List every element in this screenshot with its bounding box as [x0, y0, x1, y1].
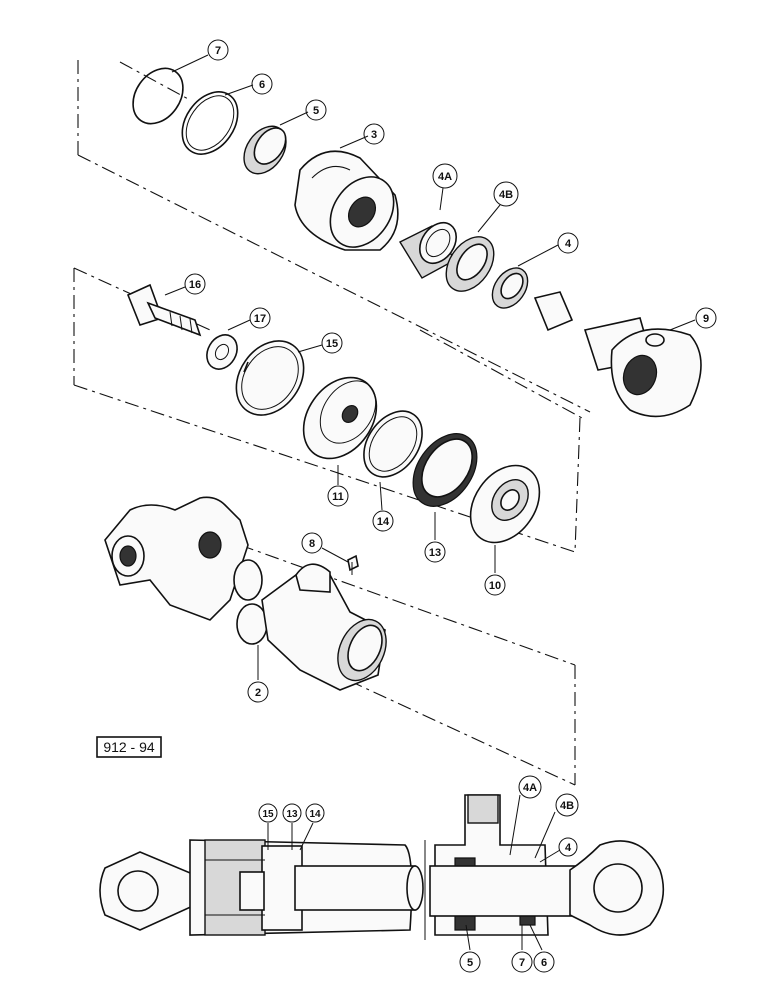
section-callout-4a-label: 4A [523, 782, 537, 794]
part-5-seal [243, 125, 287, 175]
part-7-snap-ring [132, 67, 184, 125]
leader-lines [164, 54, 696, 951]
callout-4: 4 [557, 232, 579, 254]
callout-10: 10 [484, 574, 506, 596]
section-callout-7: 7 [511, 951, 533, 973]
part-13-piston-seal [412, 433, 478, 507]
section-callout-14-label: 14 [309, 809, 321, 820]
callout-4b-label: 4B [499, 189, 513, 201]
callout-3: 3 [363, 123, 385, 145]
section-callout-6-label: 6 [541, 957, 547, 969]
callout-17: 17 [249, 307, 271, 329]
section-callout-5: 5 [459, 951, 481, 973]
section-callout-15-label: 15 [262, 809, 274, 820]
callout-2: 2 [247, 681, 269, 703]
callout-16-label: 16 [189, 279, 201, 291]
rod-segment [533, 291, 574, 332]
section-callout-13-label: 13 [286, 809, 298, 820]
part-6-backup-ring [181, 91, 239, 155]
panel-outline-lower [239, 544, 576, 786]
figure-code-box: 912 - 94 [96, 736, 162, 758]
callout-6-label: 6 [259, 79, 265, 91]
part-11-piston [302, 376, 378, 460]
part-14-ring [363, 410, 423, 478]
callout-13-label: 13 [429, 547, 441, 559]
part-4a-bushing [399, 221, 457, 279]
section-callout-4b-label: 4B [560, 800, 574, 812]
callout-4a-label: 4A [438, 171, 452, 183]
callout-13: 13 [424, 541, 446, 563]
part-3-gland [294, 150, 399, 251]
panel-outline-upper [77, 60, 591, 413]
part-4b-wiper-ring [445, 236, 495, 292]
callout-7-label: 7 [215, 45, 221, 57]
callout-8: 8 [301, 532, 323, 554]
callout-4a: 4A [432, 163, 458, 189]
part-10-piston-half [469, 464, 541, 544]
callout-9: 9 [695, 307, 717, 329]
part-4-wiper [491, 267, 529, 309]
part-8-fitting [347, 554, 359, 575]
section-callout-4a: 4A [518, 775, 542, 799]
callout-3-label: 3 [371, 129, 377, 141]
part-15-split-ring [235, 340, 305, 416]
figure-code: 912 - 94 [103, 739, 155, 755]
callout-14-label: 14 [377, 516, 390, 528]
callout-11-label: 11 [332, 491, 344, 503]
callout-9-label: 9 [703, 313, 709, 325]
callout-4b: 4B [493, 181, 519, 207]
section-callout-14: 14 [305, 803, 325, 823]
callout-15: 15 [321, 332, 343, 354]
callout-6: 6 [251, 73, 273, 95]
callout-17-label: 17 [254, 313, 266, 325]
callout-10-label: 10 [489, 580, 501, 592]
callout-4-label: 4 [565, 238, 572, 250]
callout-15-label: 15 [326, 338, 338, 350]
section-callout-15: 15 [258, 803, 278, 823]
section-callout-4-label: 4 [565, 842, 572, 854]
callout-5: 5 [305, 99, 327, 121]
section-callout-4b: 4B [555, 793, 579, 817]
section-callout-4: 4 [558, 837, 578, 857]
section-callout-13: 13 [282, 803, 302, 823]
part-16-bolt [126, 283, 202, 337]
part-2-cylinder-body [104, 496, 387, 691]
callout-2-label: 2 [255, 687, 261, 699]
section-callout-7-label: 7 [519, 957, 525, 969]
callout-8-label: 8 [309, 538, 315, 550]
callout-14: 14 [372, 510, 394, 532]
part-17-washer [206, 334, 238, 370]
section-callout-5-label: 5 [467, 957, 473, 969]
callout-11: 11 [327, 485, 349, 507]
callout-7: 7 [207, 39, 229, 61]
section-callout-6: 6 [533, 951, 555, 973]
callout-16: 16 [184, 273, 206, 295]
callout-5-label: 5 [313, 105, 319, 117]
section-view [99, 794, 665, 940]
part-9-rod-eye [583, 317, 702, 418]
